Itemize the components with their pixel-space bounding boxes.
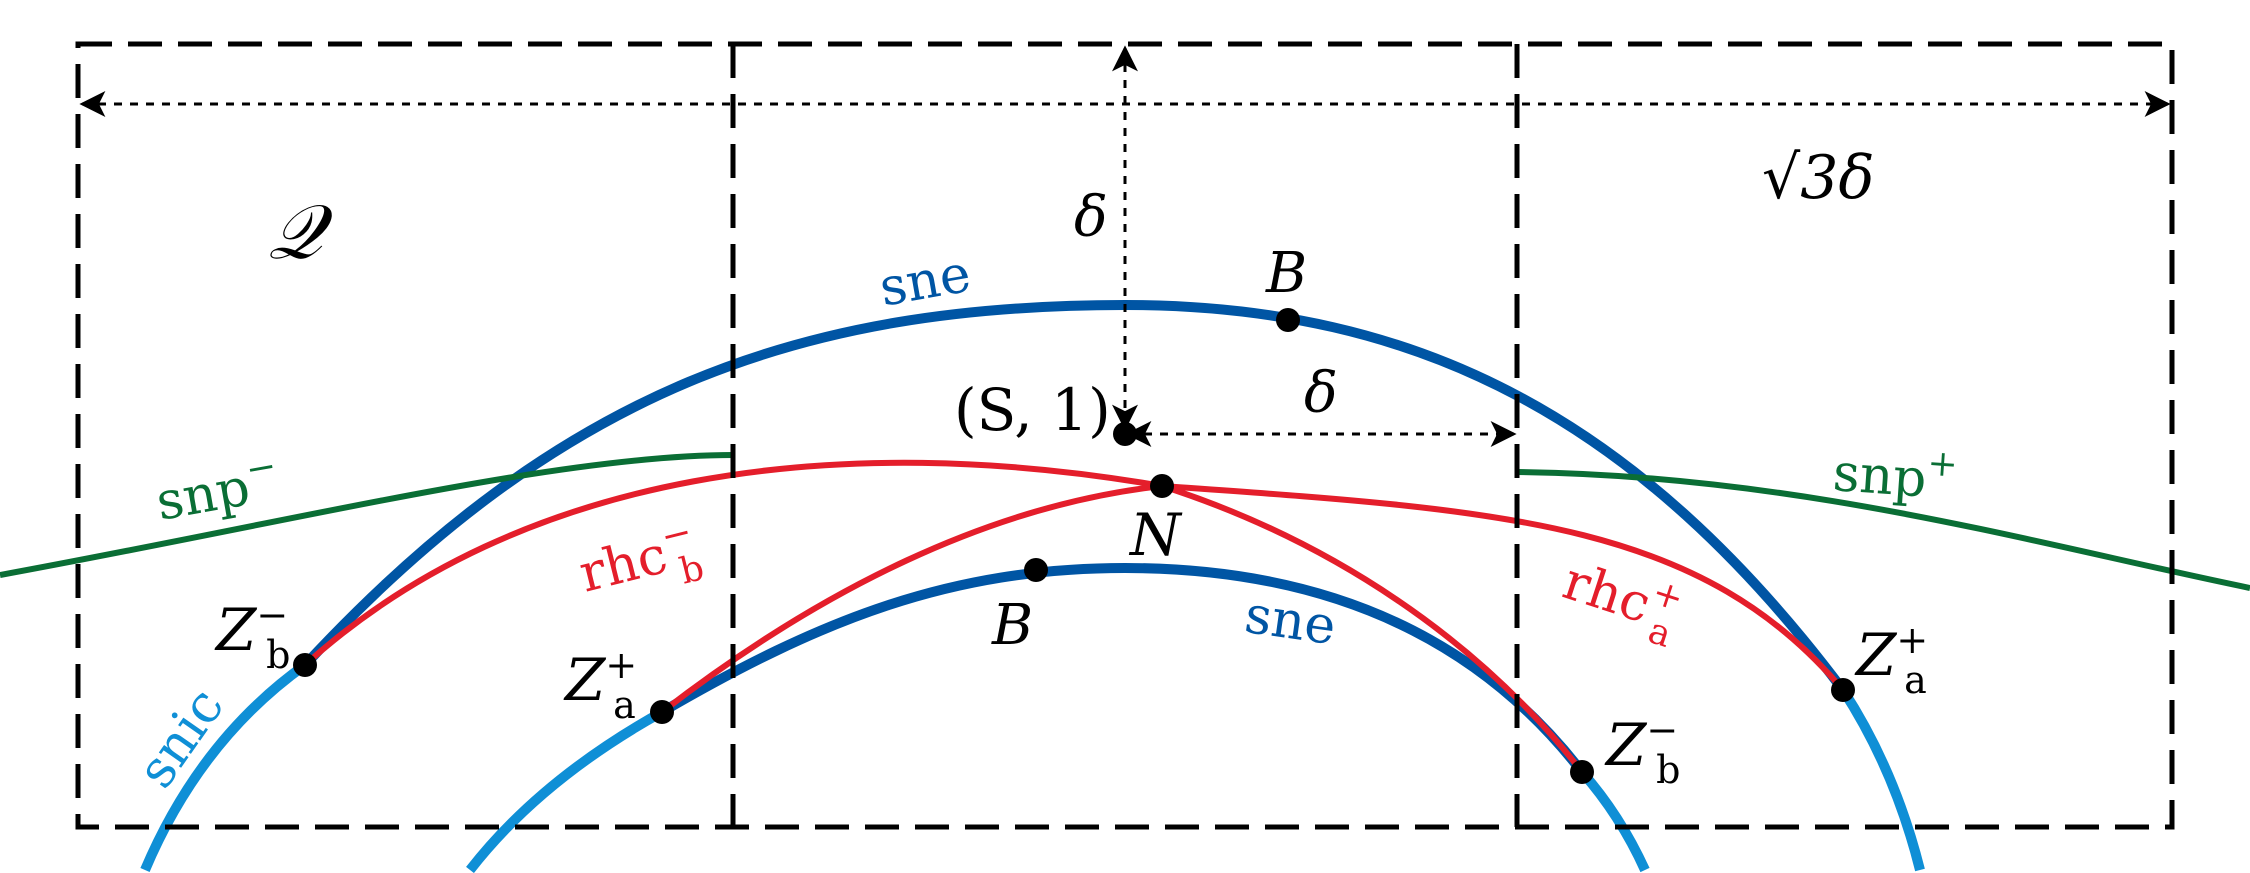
z-b-minus-left-label: Z−b: [214, 593, 290, 677]
snp-minus-curve: [0, 452, 734, 578]
z-a-plus-left-marker: [650, 700, 674, 724]
snic-curve-left: [140, 660, 308, 872]
point-b-lower-marker: [1024, 558, 1048, 582]
node-n-label: N: [1128, 501, 1183, 569]
rhc-b-minus-curve: [302, 459, 1163, 668]
saddle-point-label: (S, 1): [954, 376, 1111, 444]
b-lower-label: B: [991, 593, 1033, 658]
sne-curve-upper: [301, 299, 1847, 694]
sne-lower-label: sne: [1241, 585, 1339, 657]
b-upper-label: B: [1265, 241, 1307, 306]
sne-curve-lower: [659, 562, 1586, 776]
z-b-minus-left-marker: [293, 653, 317, 677]
z-b-minus-right-marker: [1570, 760, 1594, 784]
outer-dashed-frame: [75, 41, 2175, 830]
snic-curve-lower-right: [1578, 768, 1650, 873]
snp-plus-curve: [1516, 469, 2250, 591]
width-sqrt3delta-label: √3δ: [1762, 143, 1875, 213]
rhc-b-minus-label: rhc−b: [572, 510, 708, 616]
snic-curve-lower-left: [466, 707, 665, 873]
rhc-connector-left: [660, 483, 1163, 715]
rhc-a-plus-curve: [1161, 483, 1846, 692]
saddle-point-marker: [1113, 422, 1137, 446]
delta-vertical-label: δ: [1074, 185, 1108, 250]
sne-upper-label: sne: [875, 244, 975, 319]
snp-minus-label: snp−: [151, 445, 284, 532]
z-b-minus-right-label: Z−b: [1604, 708, 1680, 792]
z-a-plus-left-label: Z+a: [563, 643, 637, 727]
rhc-connector-right: [1161, 483, 1585, 774]
region-q-label: 𝒬: [268, 187, 333, 276]
z-a-plus-right-marker: [1831, 678, 1855, 702]
snp-plus-label: snp+: [1831, 436, 1959, 511]
snic-curve-right: [1838, 687, 1925, 872]
node-n-marker: [1150, 474, 1174, 498]
delta-horizontal-label: δ: [1304, 361, 1338, 426]
point-b-upper-marker: [1276, 308, 1300, 332]
z-a-plus-right-label: Z+a: [1854, 618, 1928, 702]
